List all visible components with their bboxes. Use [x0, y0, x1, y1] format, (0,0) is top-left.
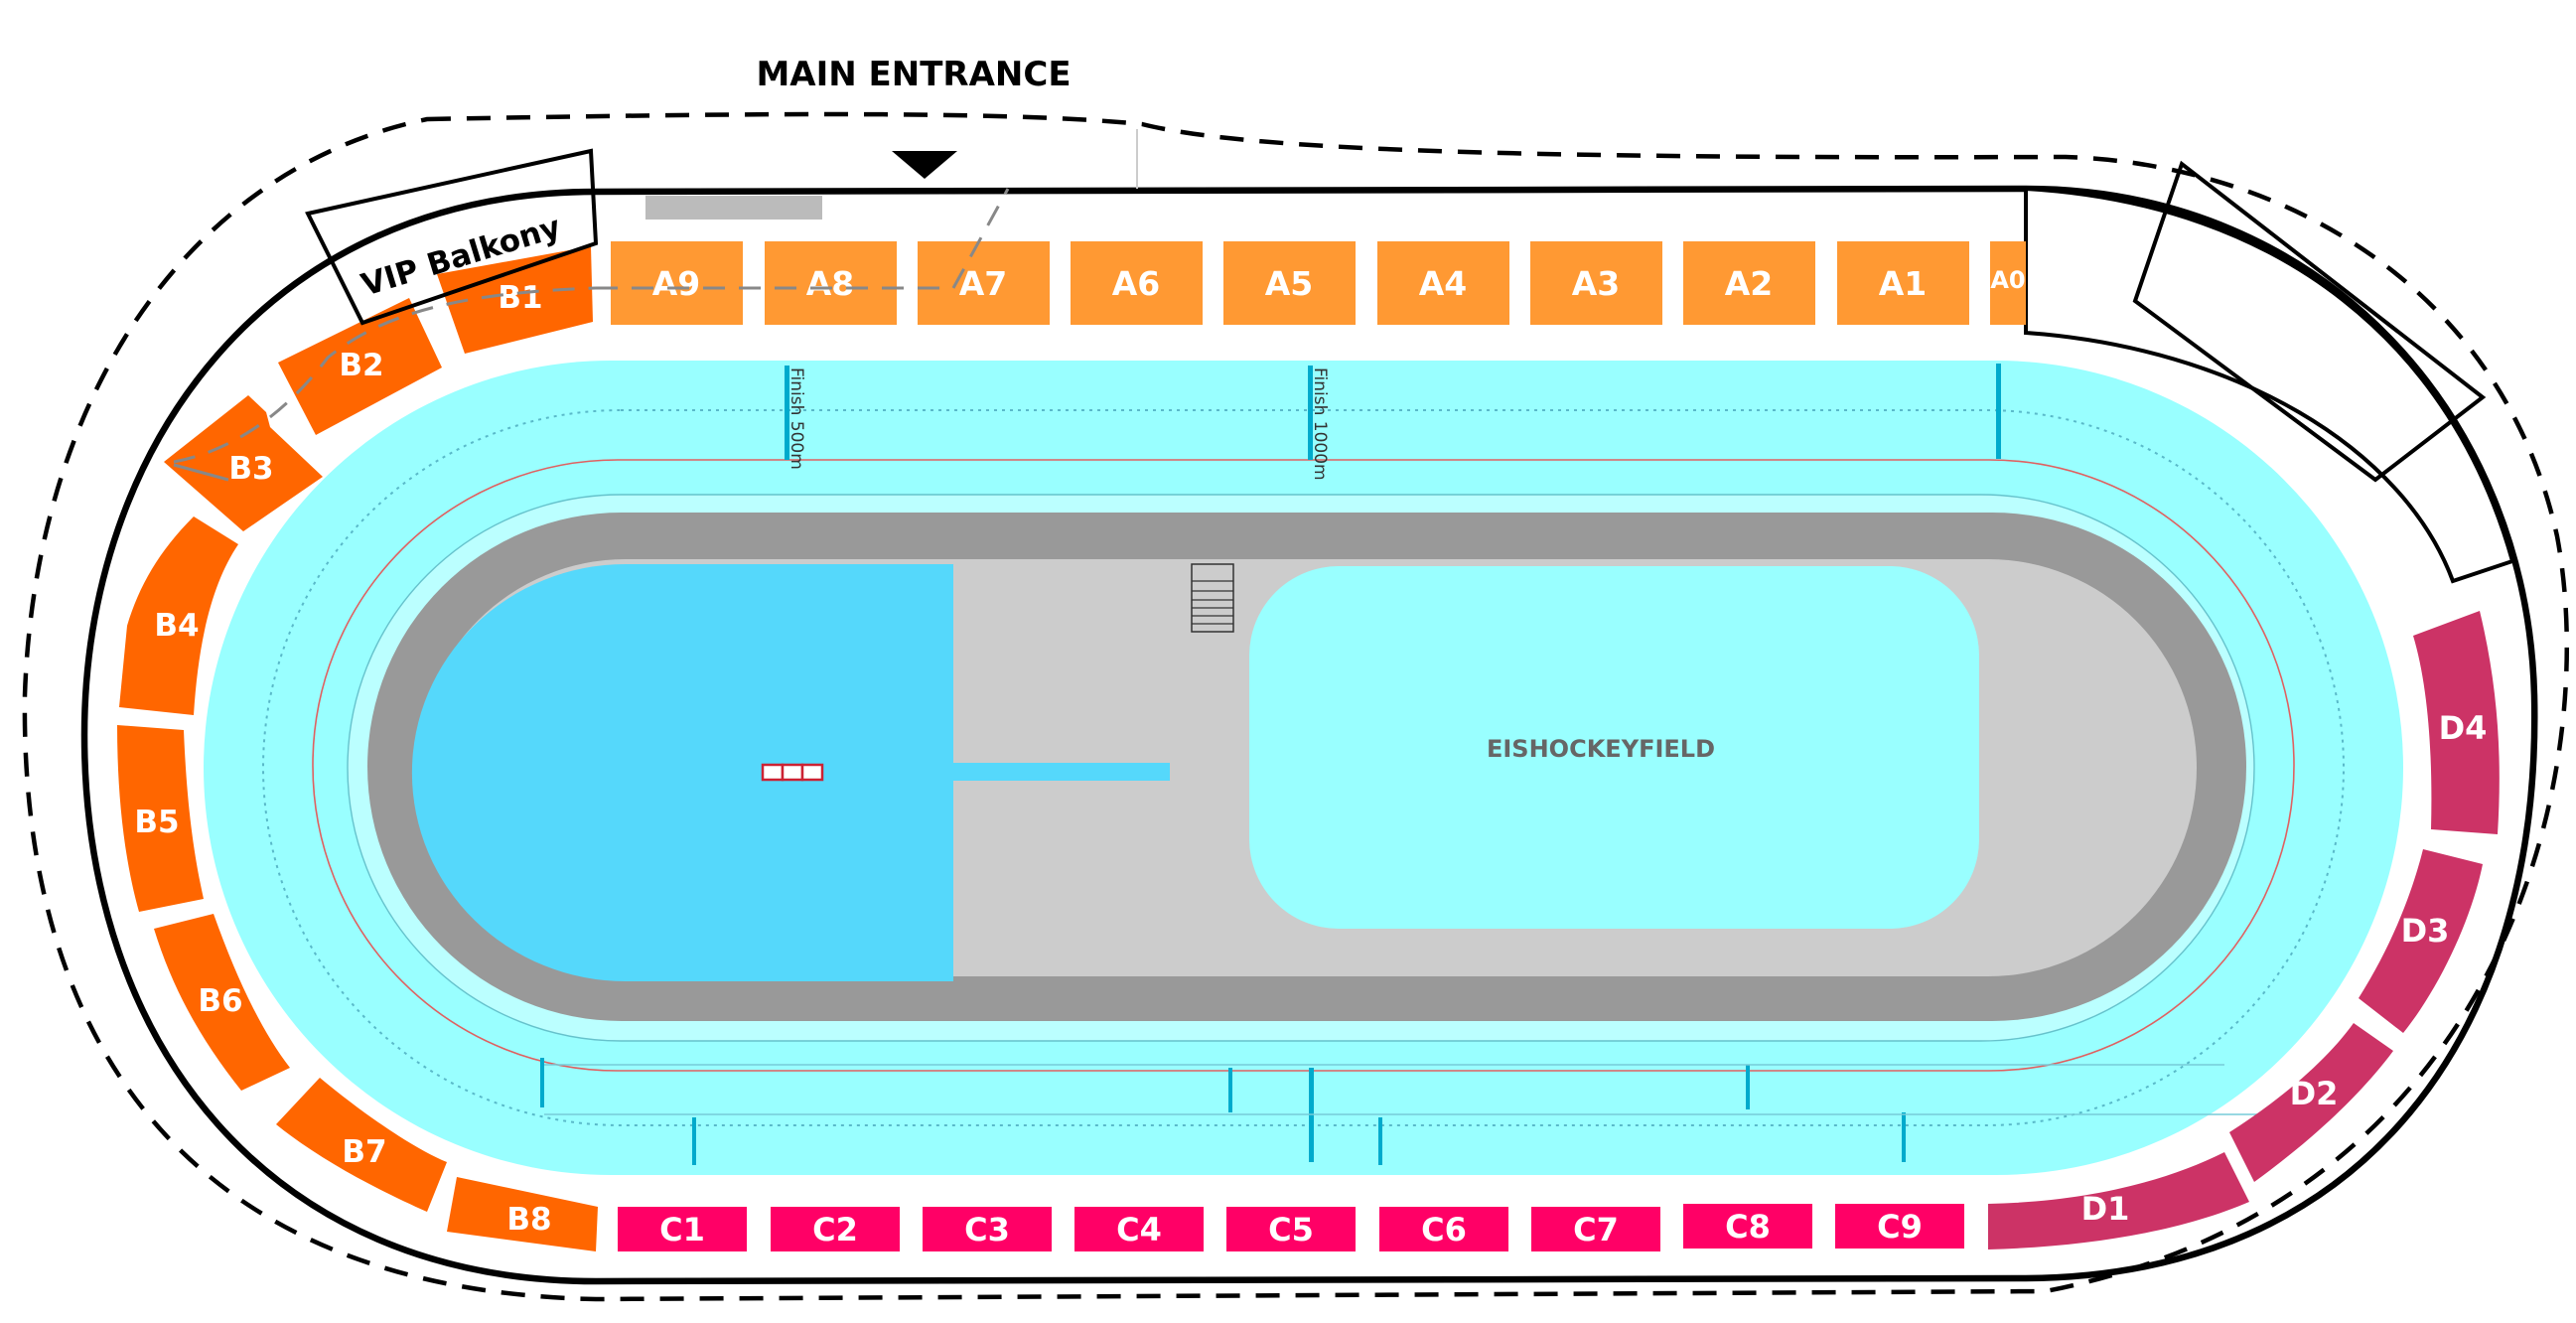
section-c5-label: C5 [1268, 1211, 1314, 1249]
section-a2-label: A2 [1725, 264, 1774, 303]
arena-outer-wall [80, 185, 2538, 1285]
main-entrance-arrow-icon [892, 151, 957, 179]
track-lane-line-outer [262, 409, 2345, 1126]
section-a4[interactable] [1377, 241, 1509, 325]
section-c1[interactable] [618, 1207, 747, 1251]
section-a0[interactable] [1990, 241, 2026, 325]
section-d1[interactable] [1988, 1152, 2249, 1250]
outer-marker-line [173, 463, 229, 482]
section-b5[interactable] [117, 725, 204, 912]
section-a1-label: A1 [1879, 264, 1928, 303]
section-b3-label: B3 [228, 451, 273, 487]
section-c2[interactable] [771, 1207, 900, 1251]
section-a8[interactable] [765, 241, 897, 325]
section-b4[interactable] [119, 516, 238, 715]
timing-booth-2 [781, 763, 804, 782]
section-c4[interactable] [1074, 1207, 1204, 1251]
section-a8-label: A8 [806, 264, 855, 303]
section-a2[interactable] [1683, 241, 1815, 325]
section-a3[interactable] [1530, 241, 1662, 325]
section-b6[interactable] [154, 914, 290, 1091]
section-b8-label: B8 [506, 1202, 551, 1238]
hockey-field-label: EISHOCKEYFIELD [1487, 735, 1715, 763]
training-ice-connector [953, 763, 1170, 781]
timing-line-top-right [1996, 364, 2001, 459]
section-b3[interactable] [164, 395, 323, 531]
section-a9[interactable] [611, 241, 743, 325]
section-c3[interactable] [923, 1207, 1052, 1251]
section-d3[interactable] [2359, 849, 2483, 1033]
north-east-balcony [2132, 160, 2487, 483]
section-a3-label: A3 [1572, 264, 1621, 303]
section-c7[interactable] [1531, 1207, 1660, 1251]
section-c9[interactable] [1835, 1204, 1964, 1249]
section-a1[interactable] [1837, 241, 1969, 325]
hockey-field [1249, 566, 1979, 929]
section-c3-label: C3 [964, 1211, 1010, 1249]
section-b6-label: B6 [198, 983, 242, 1019]
section-a4-label: A4 [1419, 264, 1468, 303]
section-b5-label: B5 [134, 805, 179, 840]
section-d2[interactable] [2229, 1023, 2393, 1182]
finish-1000-label: Finish 1000m [1310, 368, 1330, 481]
section-group-b: B1 B2 B3 B4 B5 B6 B7 B8 [117, 246, 598, 1251]
section-c5[interactable] [1226, 1207, 1356, 1251]
section-group-d: D1 D2 D3 D4 [1988, 611, 2500, 1250]
section-d3-label: D3 [2401, 912, 2450, 950]
section-b7-label: B7 [342, 1134, 386, 1170]
section-c4-label: C4 [1116, 1211, 1162, 1249]
training-ice-area [411, 564, 953, 981]
section-a5-label: A5 [1265, 264, 1314, 303]
section-d4[interactable] [2413, 611, 2500, 834]
north-east-platform [2024, 186, 2515, 584]
section-c9-label: C9 [1877, 1208, 1923, 1246]
timing-booth-3 [800, 763, 824, 782]
walkway-route [173, 188, 1010, 464]
section-a9-label: A9 [652, 264, 701, 303]
entrance-gate [645, 196, 822, 220]
section-c6-label: C6 [1421, 1211, 1467, 1249]
finish-line-500 [785, 366, 789, 460]
section-b7[interactable] [276, 1078, 447, 1212]
section-d2-label: D2 [2290, 1075, 2339, 1112]
section-c1-label: C1 [659, 1211, 705, 1249]
track-lane-line-red [312, 459, 2295, 1072]
section-d1-label: D1 [2081, 1190, 2130, 1228]
section-c8[interactable] [1683, 1204, 1812, 1249]
finish-line-1000 [1308, 366, 1313, 460]
section-a5[interactable] [1223, 241, 1356, 325]
section-b2-label: B2 [339, 348, 383, 383]
track-divider-lines [544, 1064, 2284, 1115]
section-a7-label: A7 [959, 264, 1008, 303]
section-group-a: A9 A8 A7 A6 A5 A4 A3 A2 A1 A0 [611, 241, 2026, 325]
finish-500-label: Finish 500m [787, 368, 806, 470]
section-c6[interactable] [1379, 1207, 1508, 1251]
section-b8[interactable] [447, 1177, 598, 1251]
main-entrance-label: MAIN ENTRANCE [756, 55, 1071, 94]
section-b2[interactable] [278, 298, 442, 435]
section-b1[interactable] [437, 246, 593, 354]
stairs-icon [1191, 563, 1234, 633]
section-a6[interactable] [1071, 241, 1203, 325]
section-b4-label: B4 [154, 608, 199, 644]
section-c2-label: C2 [812, 1211, 858, 1249]
section-a7[interactable] [918, 241, 1050, 325]
timing-booth-1 [761, 763, 785, 782]
section-c7-label: C7 [1573, 1211, 1619, 1249]
section-b1-label: B1 [498, 280, 542, 316]
section-a6-label: A6 [1112, 264, 1161, 303]
section-c8-label: C8 [1725, 1208, 1771, 1246]
section-a0-label: A0 [1990, 266, 2025, 294]
section-d4-label: D4 [2439, 709, 2488, 747]
section-group-c: C1 C2 C3 C4 C5 C6 C7 C8 C9 [618, 1204, 1964, 1251]
